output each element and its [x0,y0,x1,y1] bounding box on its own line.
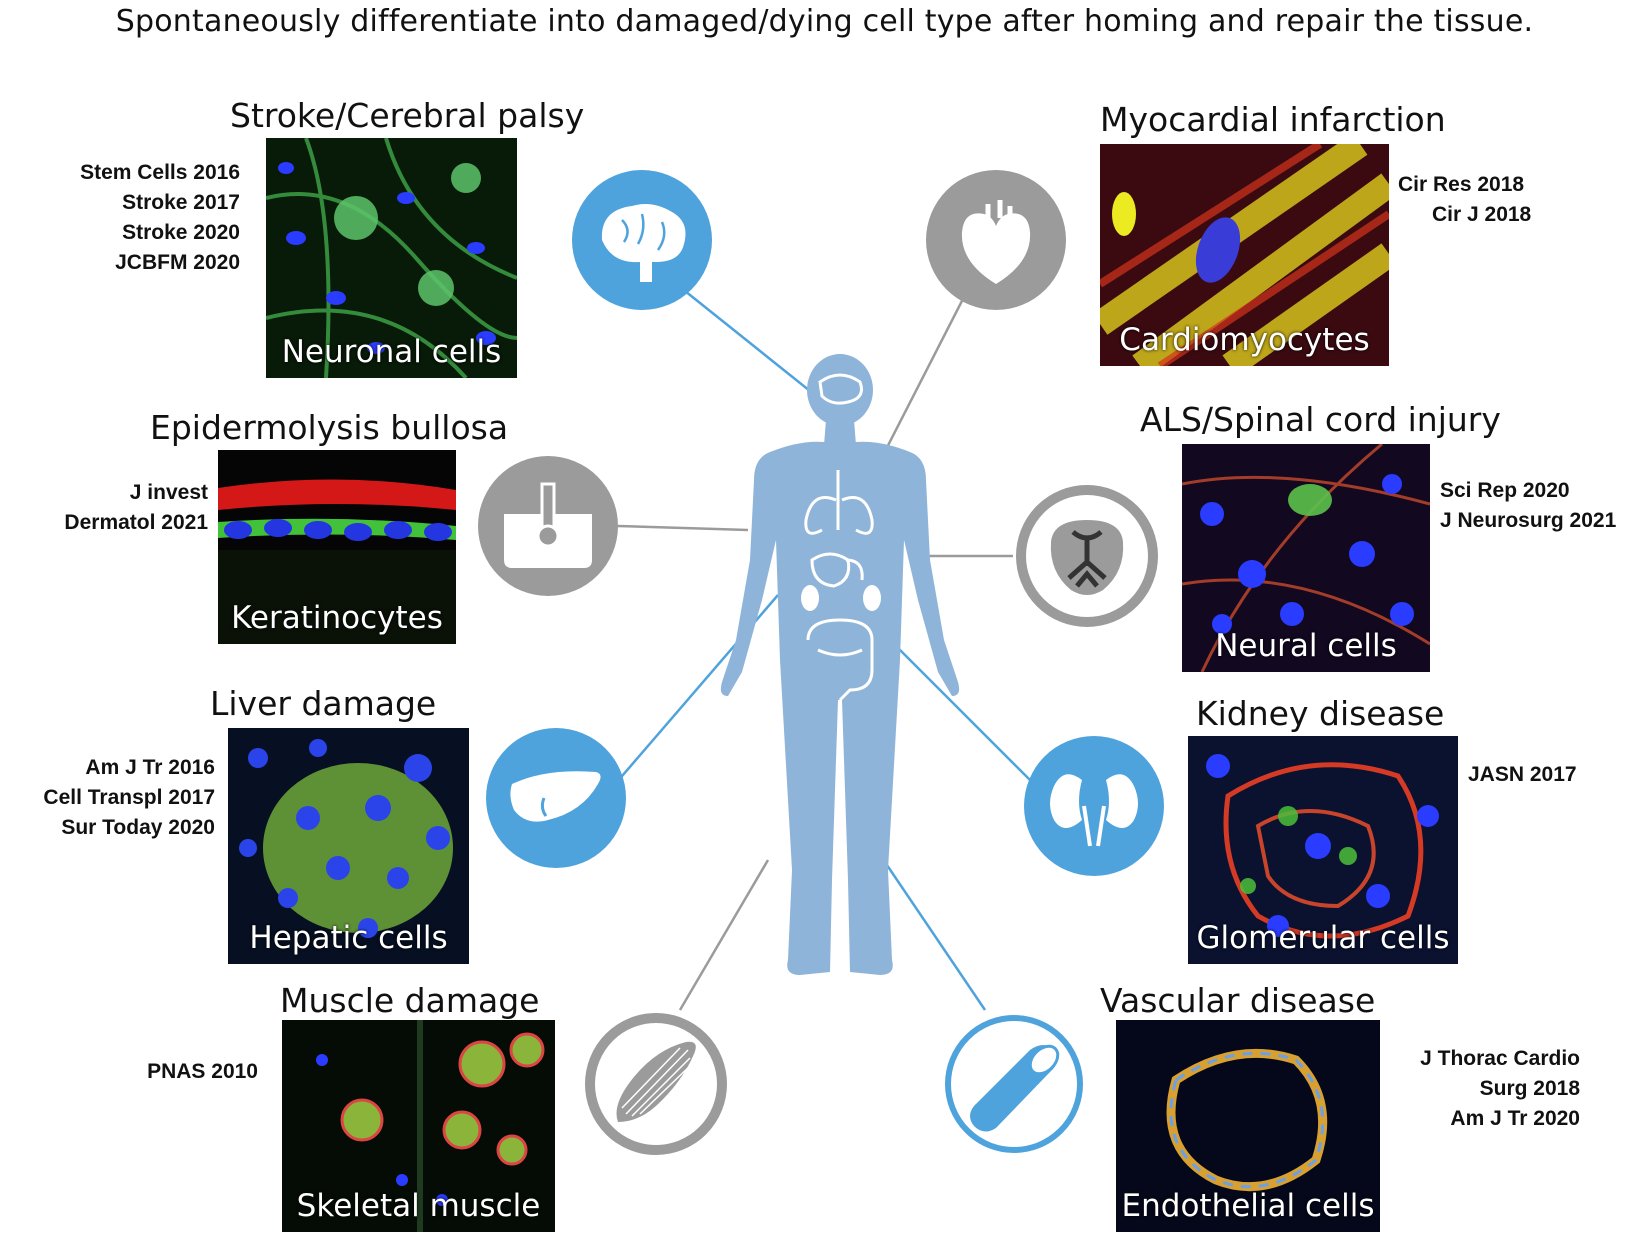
connector-kidney [879,629,1031,781]
cell-label-neural: Neural cells [1215,628,1397,664]
ref: Cir Res 2018 [1398,173,1525,196]
micrograph-cardiomyocytes: Cardiomyocytes [1100,144,1389,366]
headline: Spontaneously differentiate into damaged… [115,4,1534,39]
brain-icon [572,170,712,310]
ref: Sci Rep 2020 [1440,479,1570,502]
micrograph-glomerular: Glomerular cells [1188,736,1458,964]
disease-title-epidermolysis: Epidermolysis bullosa [150,408,509,447]
ref: Sur Today 2020 [61,816,215,839]
ref: Am J Tr 2016 [85,756,215,779]
refs-stroke: Stem Cells 2016 Stroke 2017 Stroke 2020 … [10,158,240,278]
connector-skin [617,524,749,532]
spinal-cord-icon [1013,482,1161,630]
cell-label-glomerular: Glomerular cells [1196,920,1450,956]
disease-title-als: ALS/Spinal cord injury [1140,400,1501,439]
ref: PNAS 2010 [147,1060,258,1083]
disease-title-muscle: Muscle damage [280,981,540,1020]
ref: Stroke 2020 [122,221,240,244]
liver-icon [486,728,626,868]
micrograph-neural: Neural cells [1182,444,1430,672]
ref: Stem Cells 2016 [80,161,240,184]
ref: Cell Transpl 2017 [43,786,215,809]
disease-title-kidney: Kidney disease [1196,694,1445,733]
ref: Dermatol 2021 [64,511,208,534]
micrograph-neuronal: Neuronal cells [266,138,517,378]
cell-label-skeletal: Skeletal muscle [296,1188,541,1224]
muscle-fiber-icon [582,1010,730,1158]
ref: Stroke 2017 [122,191,240,214]
micrograph-skeletal: Skeletal muscle [282,1020,555,1232]
disease-title-liver: Liver damage [210,684,437,723]
refs-vascular: J Thorac Cardio Surg 2018 Am J Tr 2020 [1350,1044,1580,1134]
blood-vessel-icon [940,1010,1088,1158]
connector-vessel [868,839,987,1011]
cell-label-endothelial: Endothelial cells [1121,1188,1375,1224]
connector-muscle [678,859,770,1011]
hair-follicle-skin-icon [478,456,618,596]
ref: Am J Tr 2020 [1450,1107,1580,1130]
ref: J Neurosurg 2021 [1440,509,1617,532]
cell-label-hepatic: Hepatic cells [249,920,448,956]
refs-als: Sci Rep 2020 J Neurosurg 2021 [1440,476,1616,536]
ref: J invest [129,481,208,504]
ref: J Thorac Cardio [1420,1047,1580,1070]
ref: Surg 2018 [1479,1077,1580,1100]
kidneys-icon [1024,736,1164,876]
heart-icon [926,170,1066,310]
refs-kidney: JASN 2017 [1468,760,1577,790]
cell-label-neuronal: Neuronal cells [281,334,502,370]
refs-myocardial: Cir Res 2018 Cir J 2018 [1398,170,1531,230]
micrograph-keratinocytes: Keratinocytes [218,450,456,644]
micrograph-endothelial: Endothelial cells [1116,1020,1380,1232]
cell-label-keratinocytes: Keratinocytes [231,600,443,636]
ref: Cir J 2018 [1432,203,1532,226]
cell-label-cardiomyocytes: Cardiomyocytes [1119,322,1370,358]
disease-title-stroke: Stroke/Cerebral palsy [230,96,585,135]
ref: JCBFM 2020 [115,251,240,274]
refs-liver: Am J Tr 2016 Cell Transpl 2017 Sur Today… [0,753,215,843]
disease-title-vascular: Vascular disease [1100,981,1376,1020]
refs-muscle: PNAS 2010 [60,1057,258,1087]
ref: JASN 2017 [1468,763,1577,786]
connector-brain [664,274,816,396]
refs-epidermolysis: J invest Dermatol 2021 [10,478,208,538]
micrograph-hepatic: Hepatic cells [228,728,469,964]
disease-title-myocardial: Myocardial infarction [1100,100,1446,139]
